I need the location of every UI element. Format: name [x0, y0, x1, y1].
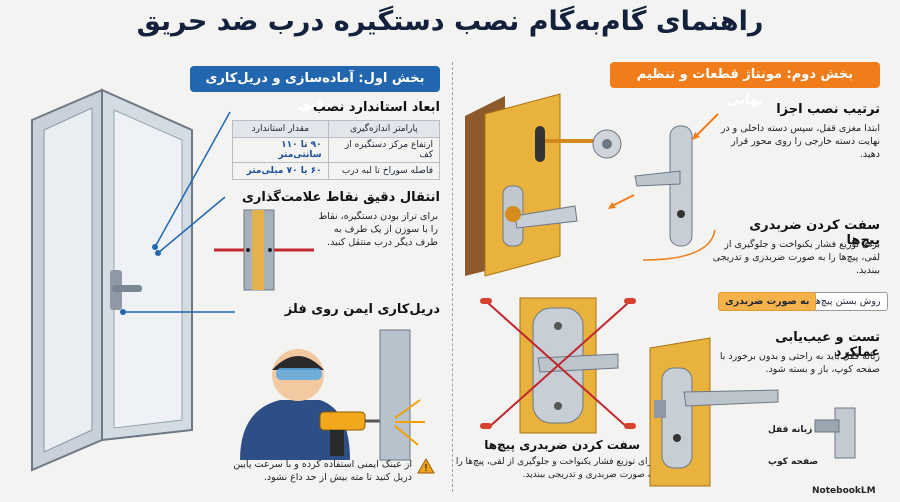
step2-heading: سفت کردن ضربدری پیچ‌ها: [749, 218, 880, 248]
page-title: راهنمای گام‌به‌گام نصب دستگیره درب ضد حر…: [136, 6, 764, 37]
step1-text: ابتدا مغزی قفل، سپس دسته داخلی و در نهای…: [720, 123, 880, 160]
cross-text: برای توزیع فشار یکنواخت و جلوگیری از لقی…: [455, 457, 655, 480]
marking-text: برای تراز بودن دستگیره، نقاط را با سوزن …: [318, 211, 439, 248]
dims-heading: ابعاد استاندارد نصب: [312, 100, 440, 115]
dims-cell-value: ۶۰ یا ۷۰ میلی‌متر: [232, 162, 329, 180]
dims-col-standard: مقدار استاندارد: [232, 120, 329, 138]
marking-illustration: [214, 209, 314, 291]
marking-pointer-line: [155, 196, 226, 256]
warning-icon: !: [417, 457, 435, 474]
table-row: فاصله سوراخ تا لبه درب ۶۰ یا ۷۰ میلی‌متر: [232, 162, 441, 180]
step3-text: زبانه قفل باید به راحتی و بدون برخورد با…: [719, 351, 880, 375]
cross-tightening-illustration: [480, 297, 636, 434]
test-illustration: [649, 337, 856, 487]
dims-table: پارامتر اندازه‌گیری مقدار استاندارد ارتف…: [232, 120, 441, 180]
lock-assembly-illustration: [465, 93, 693, 277]
dims-pointer-line: [152, 111, 231, 250]
door-illustration: [31, 88, 193, 472]
drilling-heading: دریل‌کاری ایمن روی فلز: [284, 302, 440, 317]
dims-cell-param: ارتفاع مرکز دستگیره از کف: [327, 137, 441, 163]
brand-label: NotebookLM: [812, 486, 876, 496]
dims-cell-param: فاصله سوراخ تا لبه درب: [327, 162, 441, 180]
assembly-arrow-icon: [608, 194, 635, 209]
dims-cell-value: ۹۰ تا ۱۱۰ سانتی‌متر: [232, 137, 329, 163]
worker-illustration: [240, 329, 425, 461]
svg-text:!: !: [424, 463, 428, 474]
section-divider: [452, 62, 453, 492]
screw-method-label: روش بستن پیچ‌ها: [806, 292, 888, 311]
step3-heading: تست و عیب‌یابی عملکرد: [775, 330, 880, 360]
screw-method-value: به صورت ضربدری: [718, 292, 817, 311]
step1-heading: ترتیب نصب اجزا: [776, 102, 880, 117]
step2-text: برای توزیع فشار یکنواخت و جلوگیری از لقی…: [712, 239, 880, 276]
table-row: ارتفاع مرکز دستگیره از کف ۹۰ تا ۱۱۰ سانت…: [232, 137, 441, 163]
dims-col-parameter: پارامتر اندازه‌گیری: [327, 120, 441, 138]
tongue-label: زبانه قفل: [768, 425, 813, 435]
section-two-badge: بخش دوم: مونتاژ قطعات و تنظیم نهایی: [610, 62, 880, 108]
cross-heading: سفت کردن ضربدری پیچ‌ها: [484, 438, 640, 452]
marking-heading: انتقال دقیق نقاط علامت‌گذاری: [241, 190, 440, 205]
assembly-pointer-line: [642, 229, 716, 261]
assembly-arrow-icon: [692, 113, 719, 140]
warning-text: از عینک ایمنی استفاده کرده و با سرعت پای…: [233, 459, 412, 483]
section-one-badge: بخش اول: آماده‌سازی و دریل‌کاری دقیق: [190, 66, 440, 112]
drilling-pointer-line: [120, 309, 235, 315]
strike-label: صفحه کوپ: [768, 457, 819, 467]
